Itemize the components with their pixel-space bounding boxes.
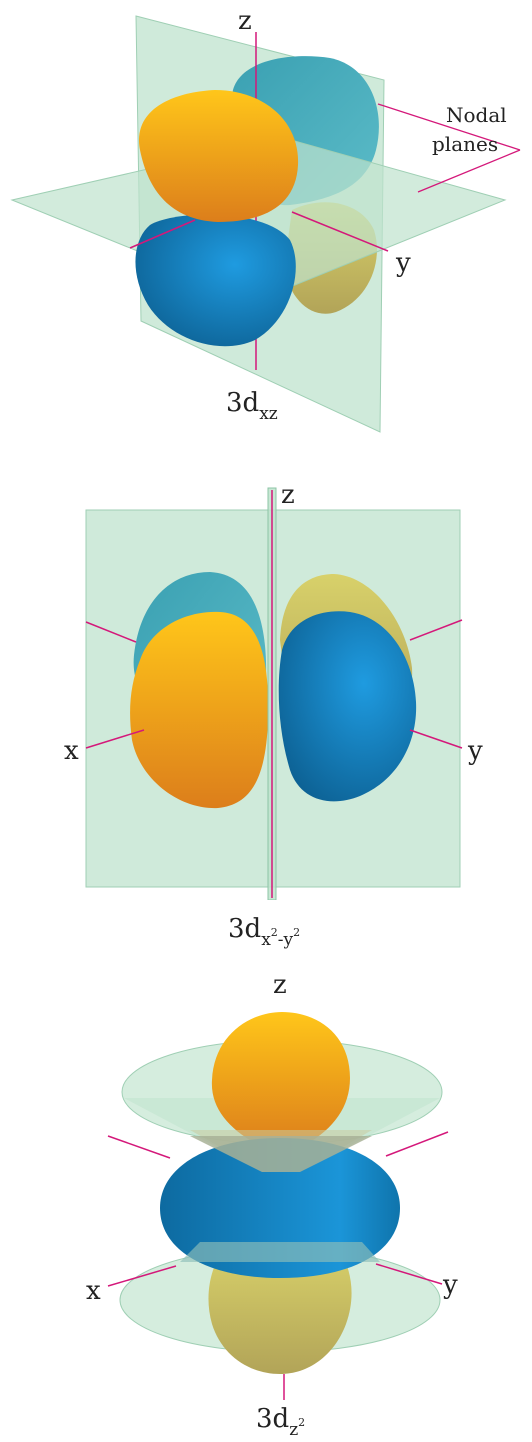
caption-sup-2b: 2 bbox=[293, 926, 300, 939]
y-axis-label: y bbox=[468, 738, 483, 764]
torus-lower-hole bbox=[180, 1242, 380, 1262]
caption-3dxz: 3dxz bbox=[226, 390, 278, 423]
caption-main: 3d bbox=[226, 388, 259, 418]
z-axis-label: z bbox=[281, 482, 295, 508]
y-axis-label: y bbox=[443, 1272, 458, 1298]
caption-3dx2y2: 3dx2-y2 bbox=[228, 916, 300, 949]
orbital-3dz2-figure: z x y 3dz2 bbox=[0, 960, 532, 1442]
caption-sup-2a: 2 bbox=[271, 926, 278, 939]
caption-sub-y: y bbox=[284, 930, 294, 950]
caption-sup-2: 2 bbox=[298, 1416, 305, 1429]
orbital-3dx2y2-figure: z x y 3dx2-y2 bbox=[0, 480, 532, 960]
callout-line1: Nodal bbox=[446, 104, 507, 127]
orbital-3dz2-svg bbox=[0, 960, 532, 1400]
caption-subscript: x2-y2 bbox=[261, 930, 300, 950]
y-axis-label: y bbox=[396, 250, 411, 276]
x-axis-label: x bbox=[64, 738, 79, 764]
caption-main: 3d bbox=[228, 914, 261, 944]
nodal-planes-callout: Nodal planes bbox=[446, 104, 507, 156]
callout-line-lower bbox=[418, 150, 520, 192]
orbital-3dxz-figure: z y Nodal planes 3dxz bbox=[0, 0, 532, 450]
caption-sub-x: x bbox=[261, 930, 271, 950]
x-axis-back-line bbox=[108, 1136, 170, 1158]
orbital-3dxz-svg bbox=[0, 0, 532, 450]
y-axis-back-line bbox=[386, 1132, 448, 1156]
caption-main: 3d bbox=[256, 1404, 289, 1434]
x-axis-label: x bbox=[86, 1278, 101, 1304]
z-axis-label: z bbox=[238, 8, 252, 34]
callout-line2: planes bbox=[432, 133, 507, 156]
z-axis-label: z bbox=[273, 972, 287, 998]
orbital-3dx2y2-svg bbox=[0, 480, 532, 900]
caption-sub: xz bbox=[259, 404, 278, 424]
caption-subscript: z2 bbox=[289, 1420, 305, 1440]
caption-3dz2: 3dz2 bbox=[256, 1406, 305, 1439]
caption-sub-z: z bbox=[289, 1420, 298, 1440]
